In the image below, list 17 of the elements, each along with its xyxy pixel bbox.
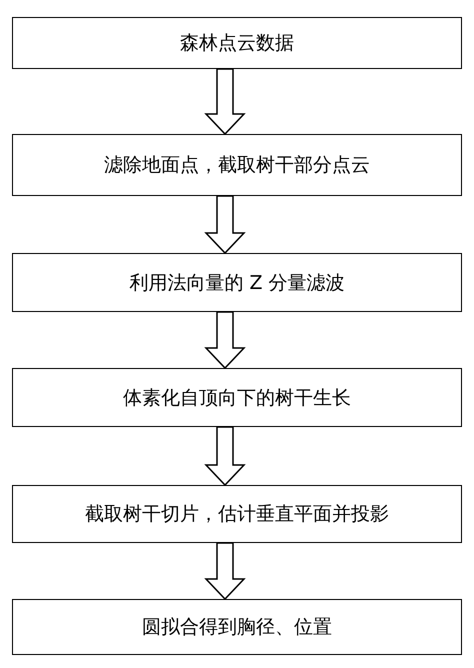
- step-text: 截取树干切片，估计垂直平面并投影: [85, 502, 389, 527]
- step-text: 圆拟合得到胸径、位置: [142, 615, 332, 640]
- hollow-arrow: [204, 68, 246, 136]
- process-box: [12, 485, 462, 543]
- process-box: [12, 368, 462, 427]
- step-text: 森林点云数据: [180, 31, 294, 56]
- process-box: [12, 599, 462, 655]
- process-box: [12, 17, 462, 69]
- process-box: [12, 253, 462, 312]
- process-box: [12, 134, 462, 196]
- step-text: 体素化自顶向下的树干生长: [123, 386, 351, 410]
- step-text: 滤除地面点，截取树干部分点云: [104, 153, 370, 178]
- hollow-arrow: [204, 195, 246, 254]
- step-text: 利用法向量的 Z 分量滤波: [129, 270, 345, 296]
- hollow-arrow: [204, 426, 246, 486]
- hollow-arrow: [204, 542, 246, 600]
- hollow-arrow: [204, 311, 246, 370]
